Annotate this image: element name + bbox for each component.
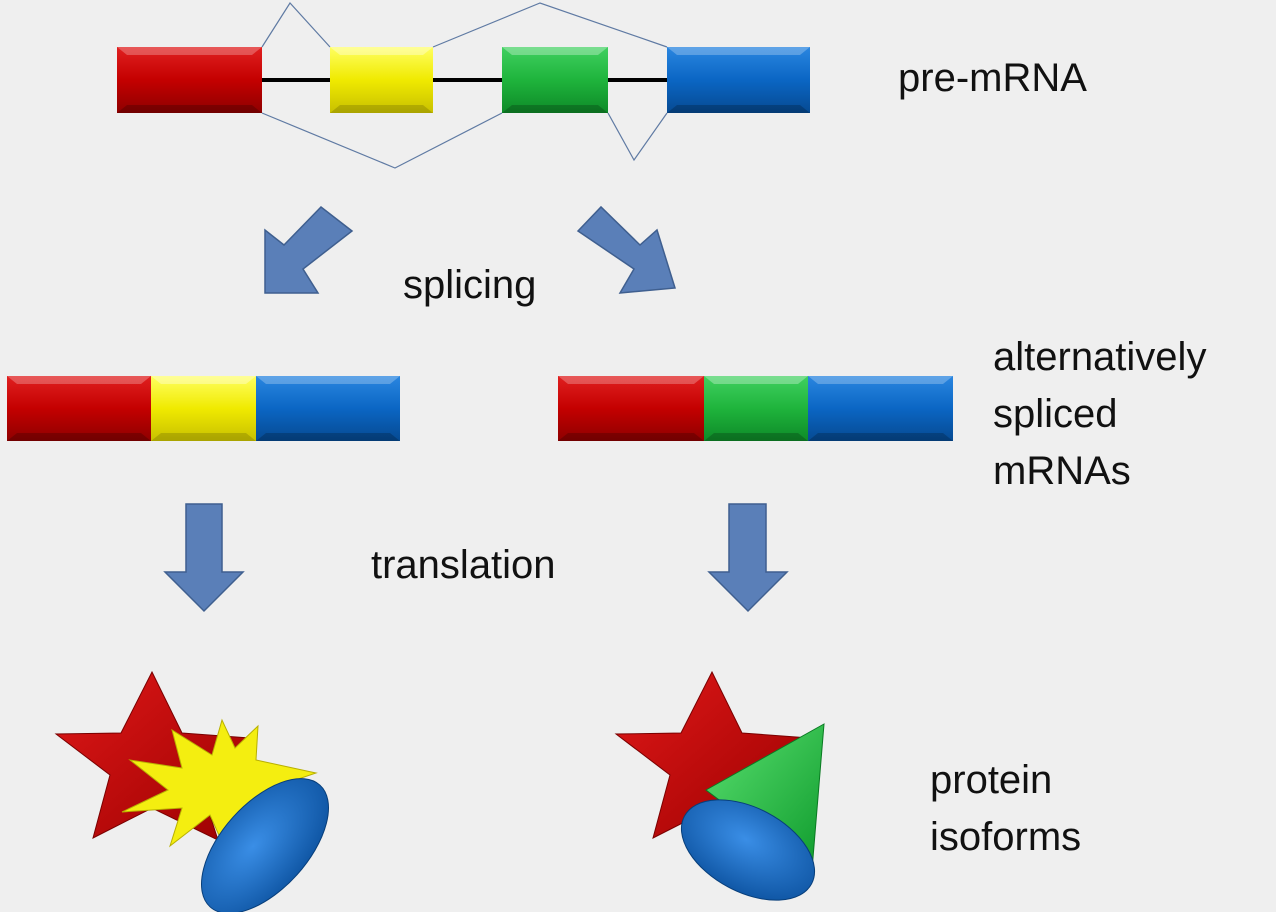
splice-line-top-red-yellow [261, 2, 331, 48]
protein-isoform-left [54, 670, 329, 912]
pre-mrna-label: pre-mRNA [898, 56, 1087, 100]
exon-yellow [151, 376, 256, 441]
exon-blue [256, 376, 400, 441]
protein-isoform-right [614, 670, 825, 901]
exon-red [117, 47, 262, 113]
exon-green [502, 47, 608, 113]
splice-line-top-yellow-blue [432, 2, 668, 48]
spliced-mrna-left [7, 376, 400, 441]
exon-yellow [330, 47, 433, 113]
protein-isoforms-label: protein isoforms [930, 758, 1082, 859]
splicing-arrow-left [264, 205, 354, 294]
exon-red [7, 376, 151, 441]
ellipse-domain [201, 778, 329, 912]
exon-blue [667, 47, 810, 113]
spliced-mrna-right [558, 376, 953, 441]
exon-red [558, 376, 704, 441]
exon-blue [808, 376, 953, 441]
pre-mrna-transcript [117, 2, 810, 169]
alternatively-spliced-mrnas-label: alternatively spliced mRNAs [993, 335, 1207, 493]
translation-label: translation [371, 543, 556, 587]
splicing-arrow-right [576, 205, 676, 294]
translation-arrow-left [163, 503, 245, 613]
translation-arrow-right [707, 503, 789, 613]
exon-green [704, 376, 808, 441]
splice-line-bottom-red-green [261, 112, 503, 169]
ellipse-domain [680, 799, 816, 901]
splicing-label: splicing [403, 263, 537, 307]
splice-line-bottom-green-blue [607, 112, 668, 162]
